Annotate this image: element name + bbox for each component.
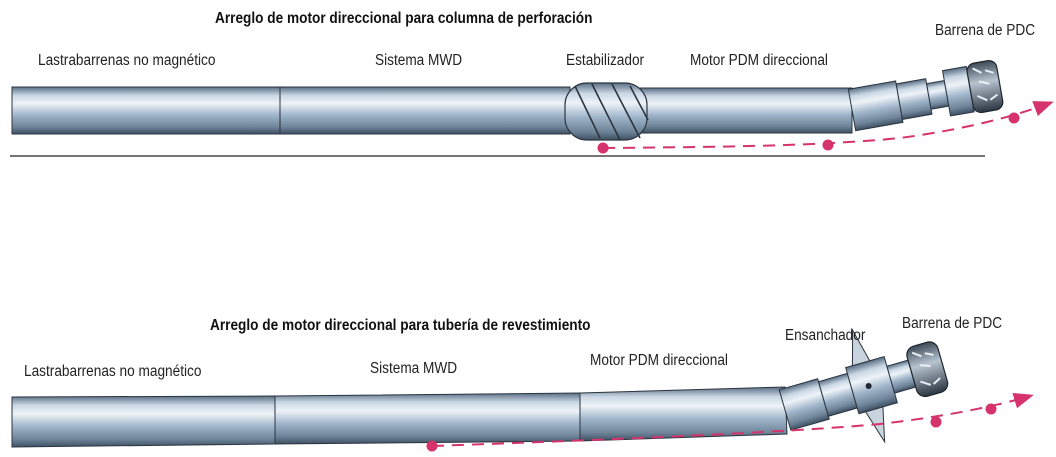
stabilizer-icon bbox=[564, 82, 649, 141]
assembly-2-motor-label: Motor PDM direccional bbox=[590, 352, 728, 369]
assembly-2-bit-label: Barrena de PDC bbox=[902, 315, 1003, 332]
assembly-2-contact-point bbox=[930, 416, 942, 428]
assembly-1-contact-point bbox=[822, 139, 834, 151]
assembly-1-bit-label: Barrena de PDC bbox=[935, 22, 1036, 39]
assembly-2-collar-pipe bbox=[11, 395, 276, 448]
pdc-bit-icon bbox=[906, 341, 949, 398]
assembly-1-mwd-pipe bbox=[279, 86, 571, 135]
assembly-2-motor-pipe bbox=[579, 386, 788, 442]
assembly-1-collar-label: Lastrabarrenas no magnético bbox=[38, 52, 216, 69]
assembly-1-collar-pipe bbox=[11, 86, 281, 135]
assembly-1-contact-point bbox=[1008, 112, 1020, 124]
assembly-1-motor-pipe bbox=[639, 87, 853, 134]
assembly-1-mwd-label: Sistema MWD bbox=[375, 52, 463, 69]
assembly-1-bent-section bbox=[847, 60, 1004, 132]
assembly-1-contact-point bbox=[597, 142, 609, 154]
assembly-2-collar-label: Lastrabarrenas no magnético bbox=[24, 363, 202, 380]
assembly-2-drawing bbox=[11, 328, 1034, 452]
assembly-2-title: Arreglo de motor direccional para tuberí… bbox=[210, 317, 591, 334]
assembly-1-motor-label: Motor PDM direccional bbox=[690, 52, 828, 69]
assembly-2-mwd-pipe bbox=[274, 392, 581, 445]
assembly-1-drawing bbox=[10, 60, 1054, 157]
assembly-1-trajectory bbox=[602, 101, 1054, 149]
pdc-bit-icon bbox=[966, 60, 1004, 114]
assembly-1-stabilizer-label: Estabilizador bbox=[566, 52, 645, 69]
assembly-2-contact-point bbox=[985, 403, 997, 415]
assembly-2-contact-point bbox=[426, 440, 438, 452]
assembly-2-mwd-label: Sistema MWD bbox=[370, 360, 458, 377]
assembly-2-trajectory bbox=[431, 392, 1034, 447]
assembly-2-reamer-label: Ensanchador bbox=[785, 327, 866, 344]
assembly-1-title: Arreglo de motor direccional para column… bbox=[215, 10, 593, 27]
